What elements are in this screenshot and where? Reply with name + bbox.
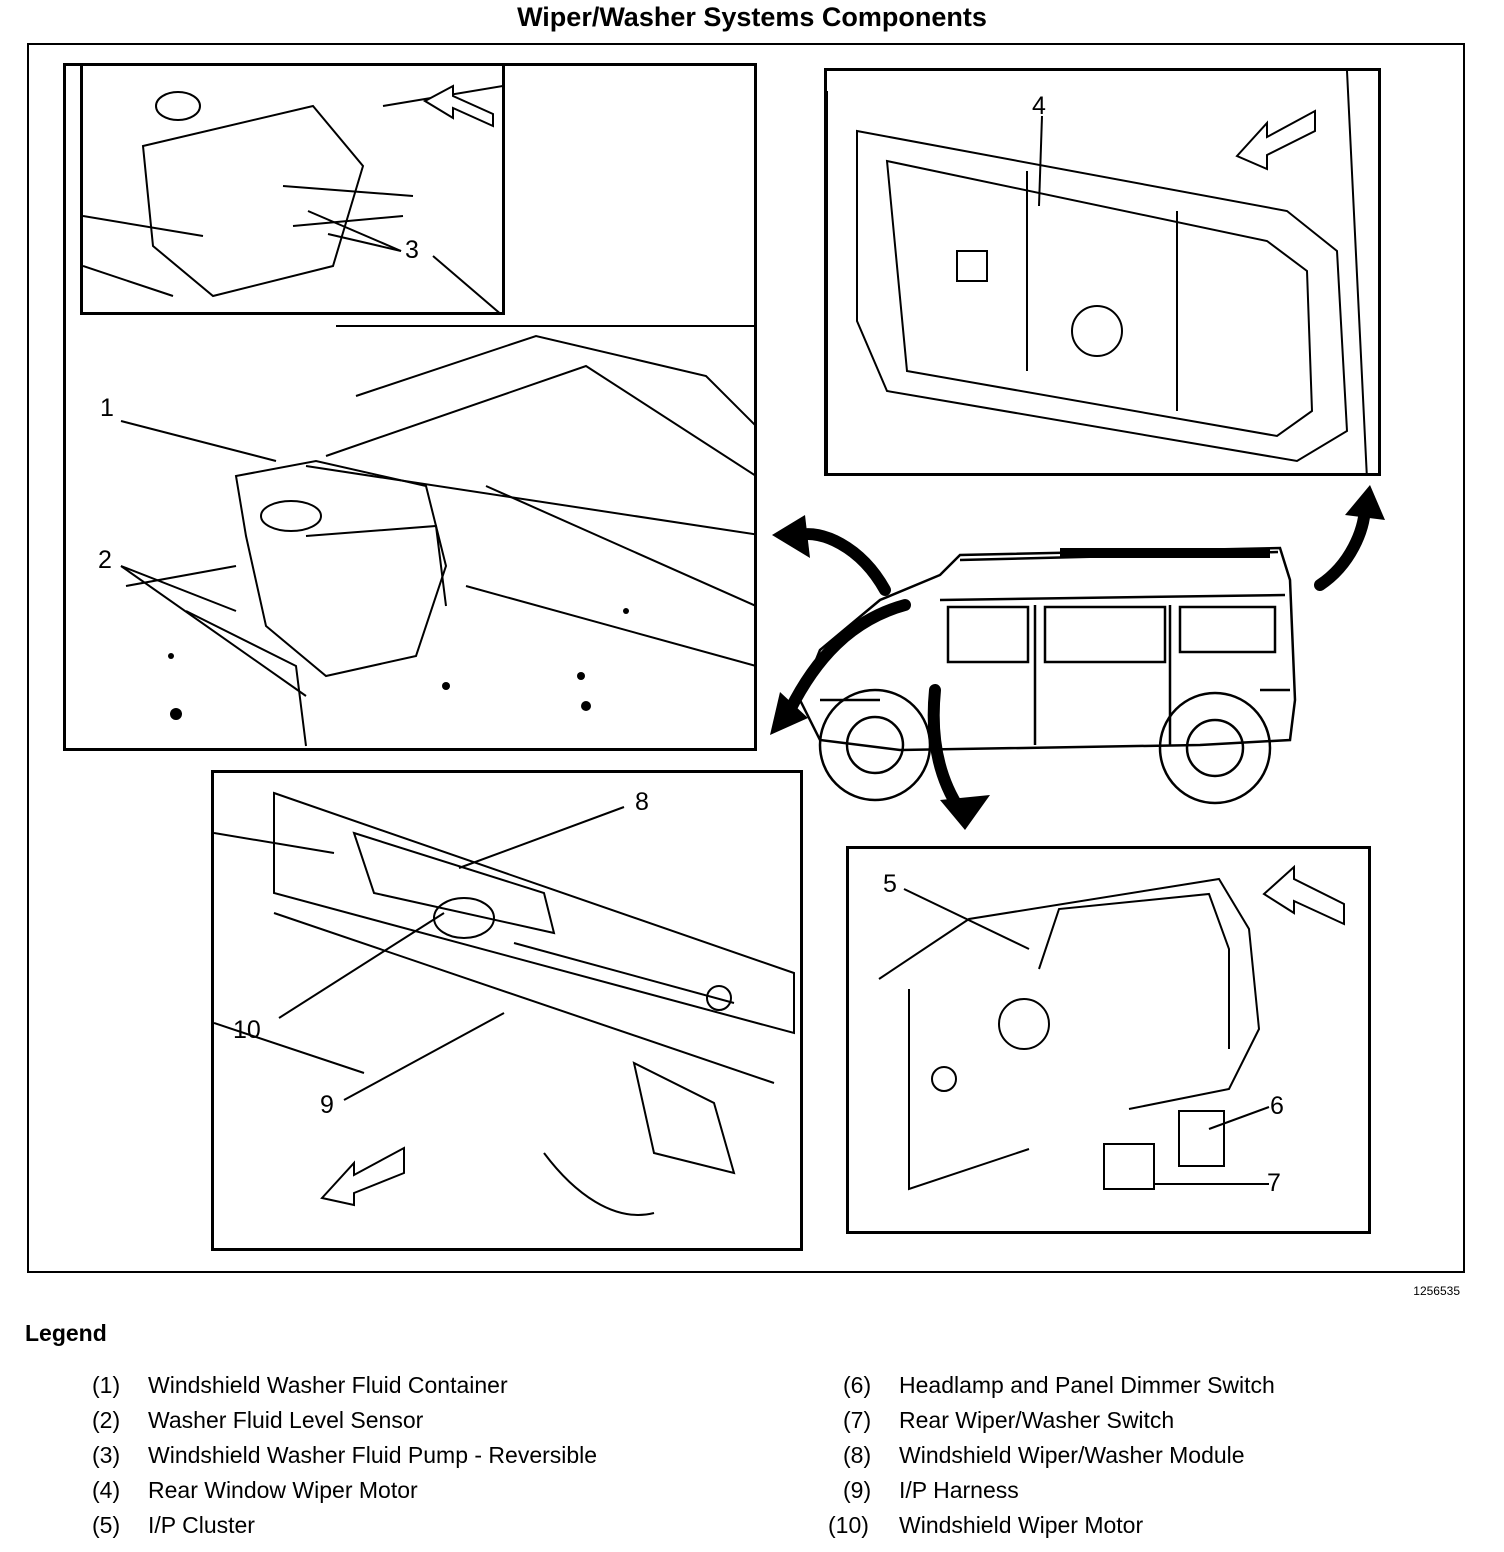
legend-item: (4) Rear Window Wiper Motor [92,1477,418,1503]
callout-1: 1 [100,394,114,422]
callout-4: 4 [1032,92,1046,120]
washer-container-drawing [120,325,754,747]
legend-item: (1) Windshield Washer Fluid Container [92,1372,508,1398]
wiper-module-drawing [214,791,795,1216]
figure-id: 1256535 [1413,1284,1460,1298]
diagram-frame [27,43,1465,1273]
legend-item: (9) I/P Harness [843,1477,1019,1503]
wiper-module-panel [211,770,803,1251]
legend-item: (2) Washer Fluid Level Sensor [92,1407,424,1433]
legend-item: (8) Windshield Wiper/Washer Module [843,1442,1245,1468]
callout-7: 7 [1267,1169,1281,1197]
callout-8: 8 [635,788,649,816]
legend-item: (3) Windshield Washer Fluid Pump - Rever… [92,1442,598,1468]
diagram-title: Wiper/Washer Systems Components [517,2,987,32]
callout-9: 9 [320,1091,334,1119]
callout-2: 2 [98,546,112,574]
legend-item: (10) Windshield Wiper Motor [828,1512,1144,1538]
legend-item: (7) Rear Wiper/Washer Switch [843,1407,1175,1433]
washer-pump-drawing [83,84,502,312]
rear-liftgate-panel [824,68,1381,476]
washer-pump-inset [80,63,505,315]
legend-heading: Legend [25,1320,107,1346]
callout-3: 3 [405,236,419,264]
legend-item: (6) Headlamp and Panel Dimmer Switch [843,1372,1275,1398]
callout-5: 5 [883,870,897,898]
callout-6: 6 [1270,1092,1284,1120]
rear-liftgate-drawing [827,71,1368,473]
callout-10: 10 [233,1016,261,1044]
ip-cluster-panel [846,846,1371,1234]
ip-cluster-drawing [878,864,1345,1191]
legend-item: (5) I/P Cluster [92,1512,255,1538]
